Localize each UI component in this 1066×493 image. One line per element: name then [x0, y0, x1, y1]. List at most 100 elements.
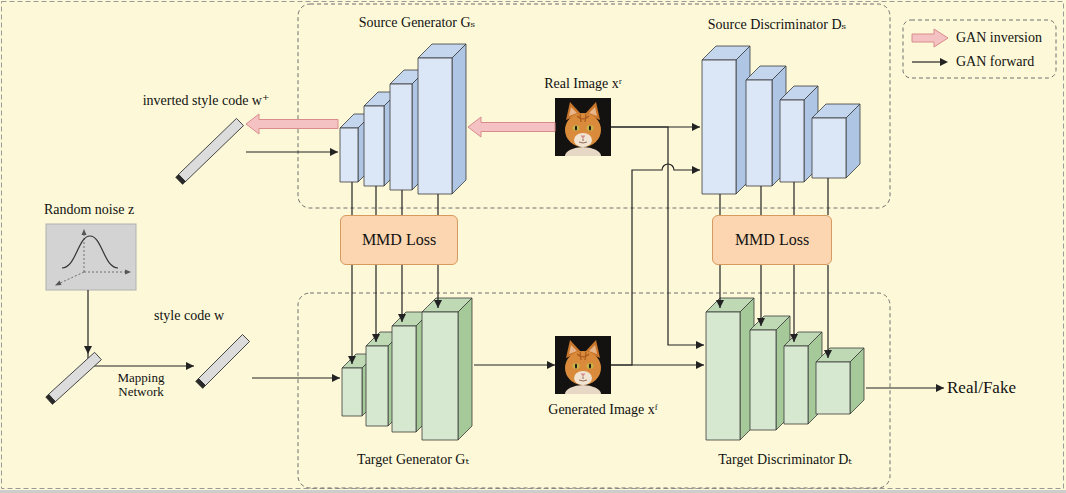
forward-connector — [348, 265, 442, 364]
node-heading: Target Generator Gₜ — [357, 452, 469, 469]
node-heading: Target Discriminator Dₜ — [718, 452, 852, 469]
layer-front-face — [706, 312, 740, 440]
node-heading: Generated Image xᶠ — [548, 402, 657, 419]
layer-front-face — [750, 330, 776, 430]
connector-line — [793, 182, 794, 215]
arrowhead — [434, 300, 442, 308]
vector-rod-end — [176, 174, 186, 184]
real-cat-image — [555, 98, 611, 165]
layer-front-face — [812, 118, 846, 178]
vector-rod — [199, 335, 250, 386]
arrowhead — [824, 350, 832, 358]
layer-front-face — [340, 128, 358, 182]
forward-connector — [352, 182, 438, 215]
image-thumbnail: Real Image xʳ — [555, 98, 611, 156]
inversion-connector — [246, 114, 338, 134]
discriminator-stack: Source Discriminator Dₛ — [700, 44, 862, 196]
discriminator-stack: Target Discriminator Dₜ — [704, 296, 866, 442]
arrowhead — [692, 166, 700, 174]
network-layers — [340, 44, 864, 440]
node-heading: Real Image xʳ — [544, 76, 622, 93]
layer-front-face — [746, 80, 772, 186]
forward-connector — [611, 164, 700, 365]
connector-line — [827, 178, 828, 215]
connector-line — [437, 194, 438, 215]
forward-connector — [716, 265, 832, 358]
vector-rod-end — [46, 394, 56, 404]
legend-arrowhead — [940, 58, 948, 66]
connector-line — [88, 290, 194, 366]
layer-front-face — [342, 368, 362, 416]
generator-stack: Source Generator Gₛ — [338, 42, 468, 196]
loss-box: MMD Loss — [340, 215, 458, 265]
source-group-outline — [298, 4, 890, 208]
noise-plot-ground — [46, 224, 136, 290]
connector-line — [375, 265, 376, 342]
forward-connector — [474, 361, 555, 369]
forward-connector — [252, 374, 340, 382]
loss-box: MMD Loss — [712, 215, 832, 265]
layer-front-face — [390, 84, 412, 190]
layer-front-face — [418, 58, 452, 194]
node-heading: Source Discriminator Dₛ — [708, 17, 846, 34]
connector-line — [246, 151, 338, 152]
arrowhead — [186, 362, 194, 370]
noise-plot-axes — [58, 232, 128, 284]
forward-connector — [720, 178, 828, 215]
legend-black-arrow — [912, 61, 941, 62]
layer-front-face — [392, 326, 416, 432]
generator-stack: Target Generator Gₜ — [340, 296, 474, 442]
arrowhead — [936, 384, 944, 392]
inversion-arrow — [246, 114, 338, 134]
forward-connector — [246, 148, 338, 156]
connector-line — [827, 265, 828, 358]
vector-rod — [179, 118, 244, 181]
connector-line — [760, 265, 761, 326]
arrowhead — [716, 300, 724, 308]
arrowhead — [332, 374, 340, 382]
connector-line — [760, 186, 761, 215]
forward-connector — [88, 290, 194, 370]
connector-line — [401, 190, 402, 215]
layer-side-face — [846, 104, 860, 178]
legend-pink-arrow — [912, 29, 948, 47]
forward-connector — [866, 384, 944, 392]
noise-plot-axis-heads — [55, 229, 131, 286]
inversion-connector — [468, 117, 555, 137]
layer-front-face — [780, 100, 804, 182]
arrowhead — [757, 318, 765, 326]
node-heading: style code w — [154, 308, 224, 325]
arrowhead — [547, 361, 555, 369]
layer-side-face — [850, 348, 864, 414]
connector-line — [401, 265, 402, 322]
output-label: Real/Fake — [944, 376, 1019, 400]
connector-line — [351, 182, 352, 215]
image-thumbnail: Generated Image xᶠ — [555, 336, 611, 394]
arrowhead — [398, 314, 406, 322]
vector-rod-end — [196, 379, 206, 389]
edge-label: Mapping Network — [105, 371, 177, 400]
layer-side-face — [452, 44, 466, 194]
inversion-arrow — [468, 117, 555, 137]
forward-connector — [611, 361, 704, 369]
arrowhead — [348, 356, 356, 364]
connector-line — [719, 194, 720, 215]
connector-line — [793, 265, 794, 342]
connector-line — [611, 164, 700, 365]
connector-line — [375, 186, 376, 215]
connector-line — [611, 127, 704, 345]
node-heading: Random noise z — [44, 202, 134, 219]
layer-front-face — [366, 346, 388, 426]
node-label: MMD Loss — [362, 231, 436, 249]
arrowhead — [372, 334, 380, 342]
layer-front-face — [816, 362, 850, 414]
gaussian-curve — [62, 236, 118, 268]
node-heading: inverted style code w⁺ — [143, 93, 270, 110]
style-code-vector: inverted style code w⁺ — [174, 116, 246, 184]
arrowhead — [696, 341, 704, 349]
